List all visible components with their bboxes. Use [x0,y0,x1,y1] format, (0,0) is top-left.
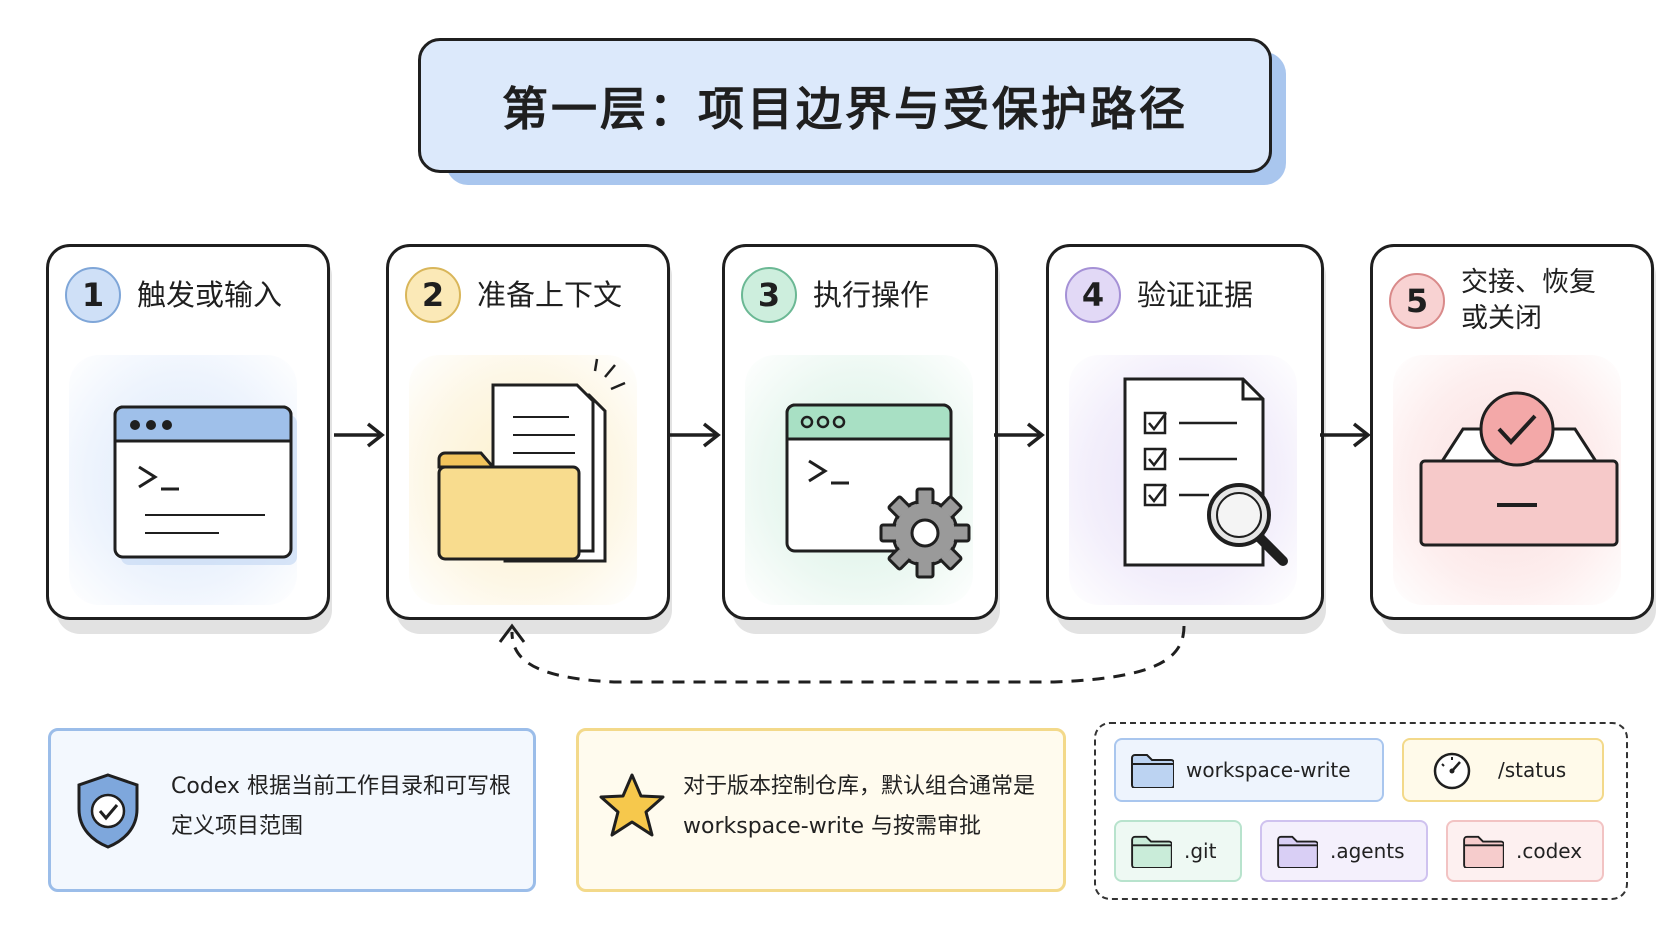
note-line: workspace-write 与按需审批 [683,814,982,839]
protected-paths-box: workspace-write /status .git .agents .co… [1094,722,1628,900]
step-label-line: 或关闭 [1461,303,1542,334]
folder-icon [1277,835,1318,868]
checklist-magnifier-icon [1123,377,1288,567]
folder-icon [1131,754,1174,788]
step-number-badge: 1 [65,267,121,323]
tag-label: .git [1184,839,1217,863]
tag-status: /status [1402,738,1604,802]
step-illustration [745,355,973,605]
step-label: 准备上下文 [477,278,623,312]
note-line: 对于版本控制仓库，默认组合通常是 [683,774,1036,799]
tag-agents: .agents [1260,820,1428,882]
gauge-icon [1433,752,1471,790]
tag-codex: .codex [1446,820,1604,882]
step-card-4: 4 验证证据 [1046,244,1324,620]
folder-icon [1463,835,1504,868]
step-number-badge: 4 [1065,267,1121,323]
default-note-text: 对于版本控制仓库，默认组合通常是 workspace-write 与按需审批 [683,767,1035,847]
folder-icon [1131,835,1172,868]
tag-label: workspace-write [1186,758,1351,782]
flow-arrow [334,422,385,448]
step-label: 触发或输入 [137,278,283,312]
step-card-3: 3 执行操作 [722,244,998,620]
scope-note-text: Codex 根据当前工作目录和可写根 定义项目范围 [171,767,511,847]
folder-documents-icon [437,358,626,563]
flow-arrow [994,422,1045,448]
step-illustration [69,355,297,605]
step-card-1: 1 触发或输入 [46,244,330,620]
step-label: 交接、恢复 或关闭 [1461,265,1596,337]
step-illustration [1393,355,1621,605]
step-number-badge: 5 [1389,273,1445,329]
terminal-window-icon [113,405,297,565]
default-note: 对于版本控制仓库，默认组合通常是 workspace-write 与按需审批 [576,728,1066,892]
step-label-line: 交接、恢复 [1461,267,1596,298]
flow-arrow [1320,422,1371,448]
tag-label: .agents [1330,839,1405,863]
shield-check-icon [77,773,139,849]
tag-label: /status [1498,758,1567,782]
page-title: 第一层：项目边界与受保护路径 [502,81,1188,136]
tag-workspace-write: workspace-write [1114,738,1384,802]
flow-arrow [670,422,721,448]
tag-label: .codex [1516,839,1583,863]
step-card-2: 2 准备上下文 [386,244,670,620]
step-label: 验证证据 [1137,278,1254,312]
scope-note: Codex 根据当前工作目录和可写根 定义项目范围 [48,728,536,892]
star-icon [599,773,665,837]
loop-back-arrow [498,623,1186,684]
note-line: 定义项目范围 [171,814,304,839]
tag-git: .git [1114,820,1242,882]
step-number-badge: 2 [405,267,461,323]
step-card-5: 5 交接、恢复 或关闭 [1370,244,1654,620]
note-line: Codex 根据当前工作目录和可写根 [171,774,511,799]
step-illustration [409,355,637,605]
title-banner: 第一层：项目边界与受保护路径 [418,38,1272,173]
terminal-gear-icon [785,403,971,579]
step-number-badge: 3 [741,267,797,323]
step-illustration [1069,355,1297,605]
step-label: 执行操作 [813,278,930,312]
inbox-check-icon [1419,391,1619,547]
